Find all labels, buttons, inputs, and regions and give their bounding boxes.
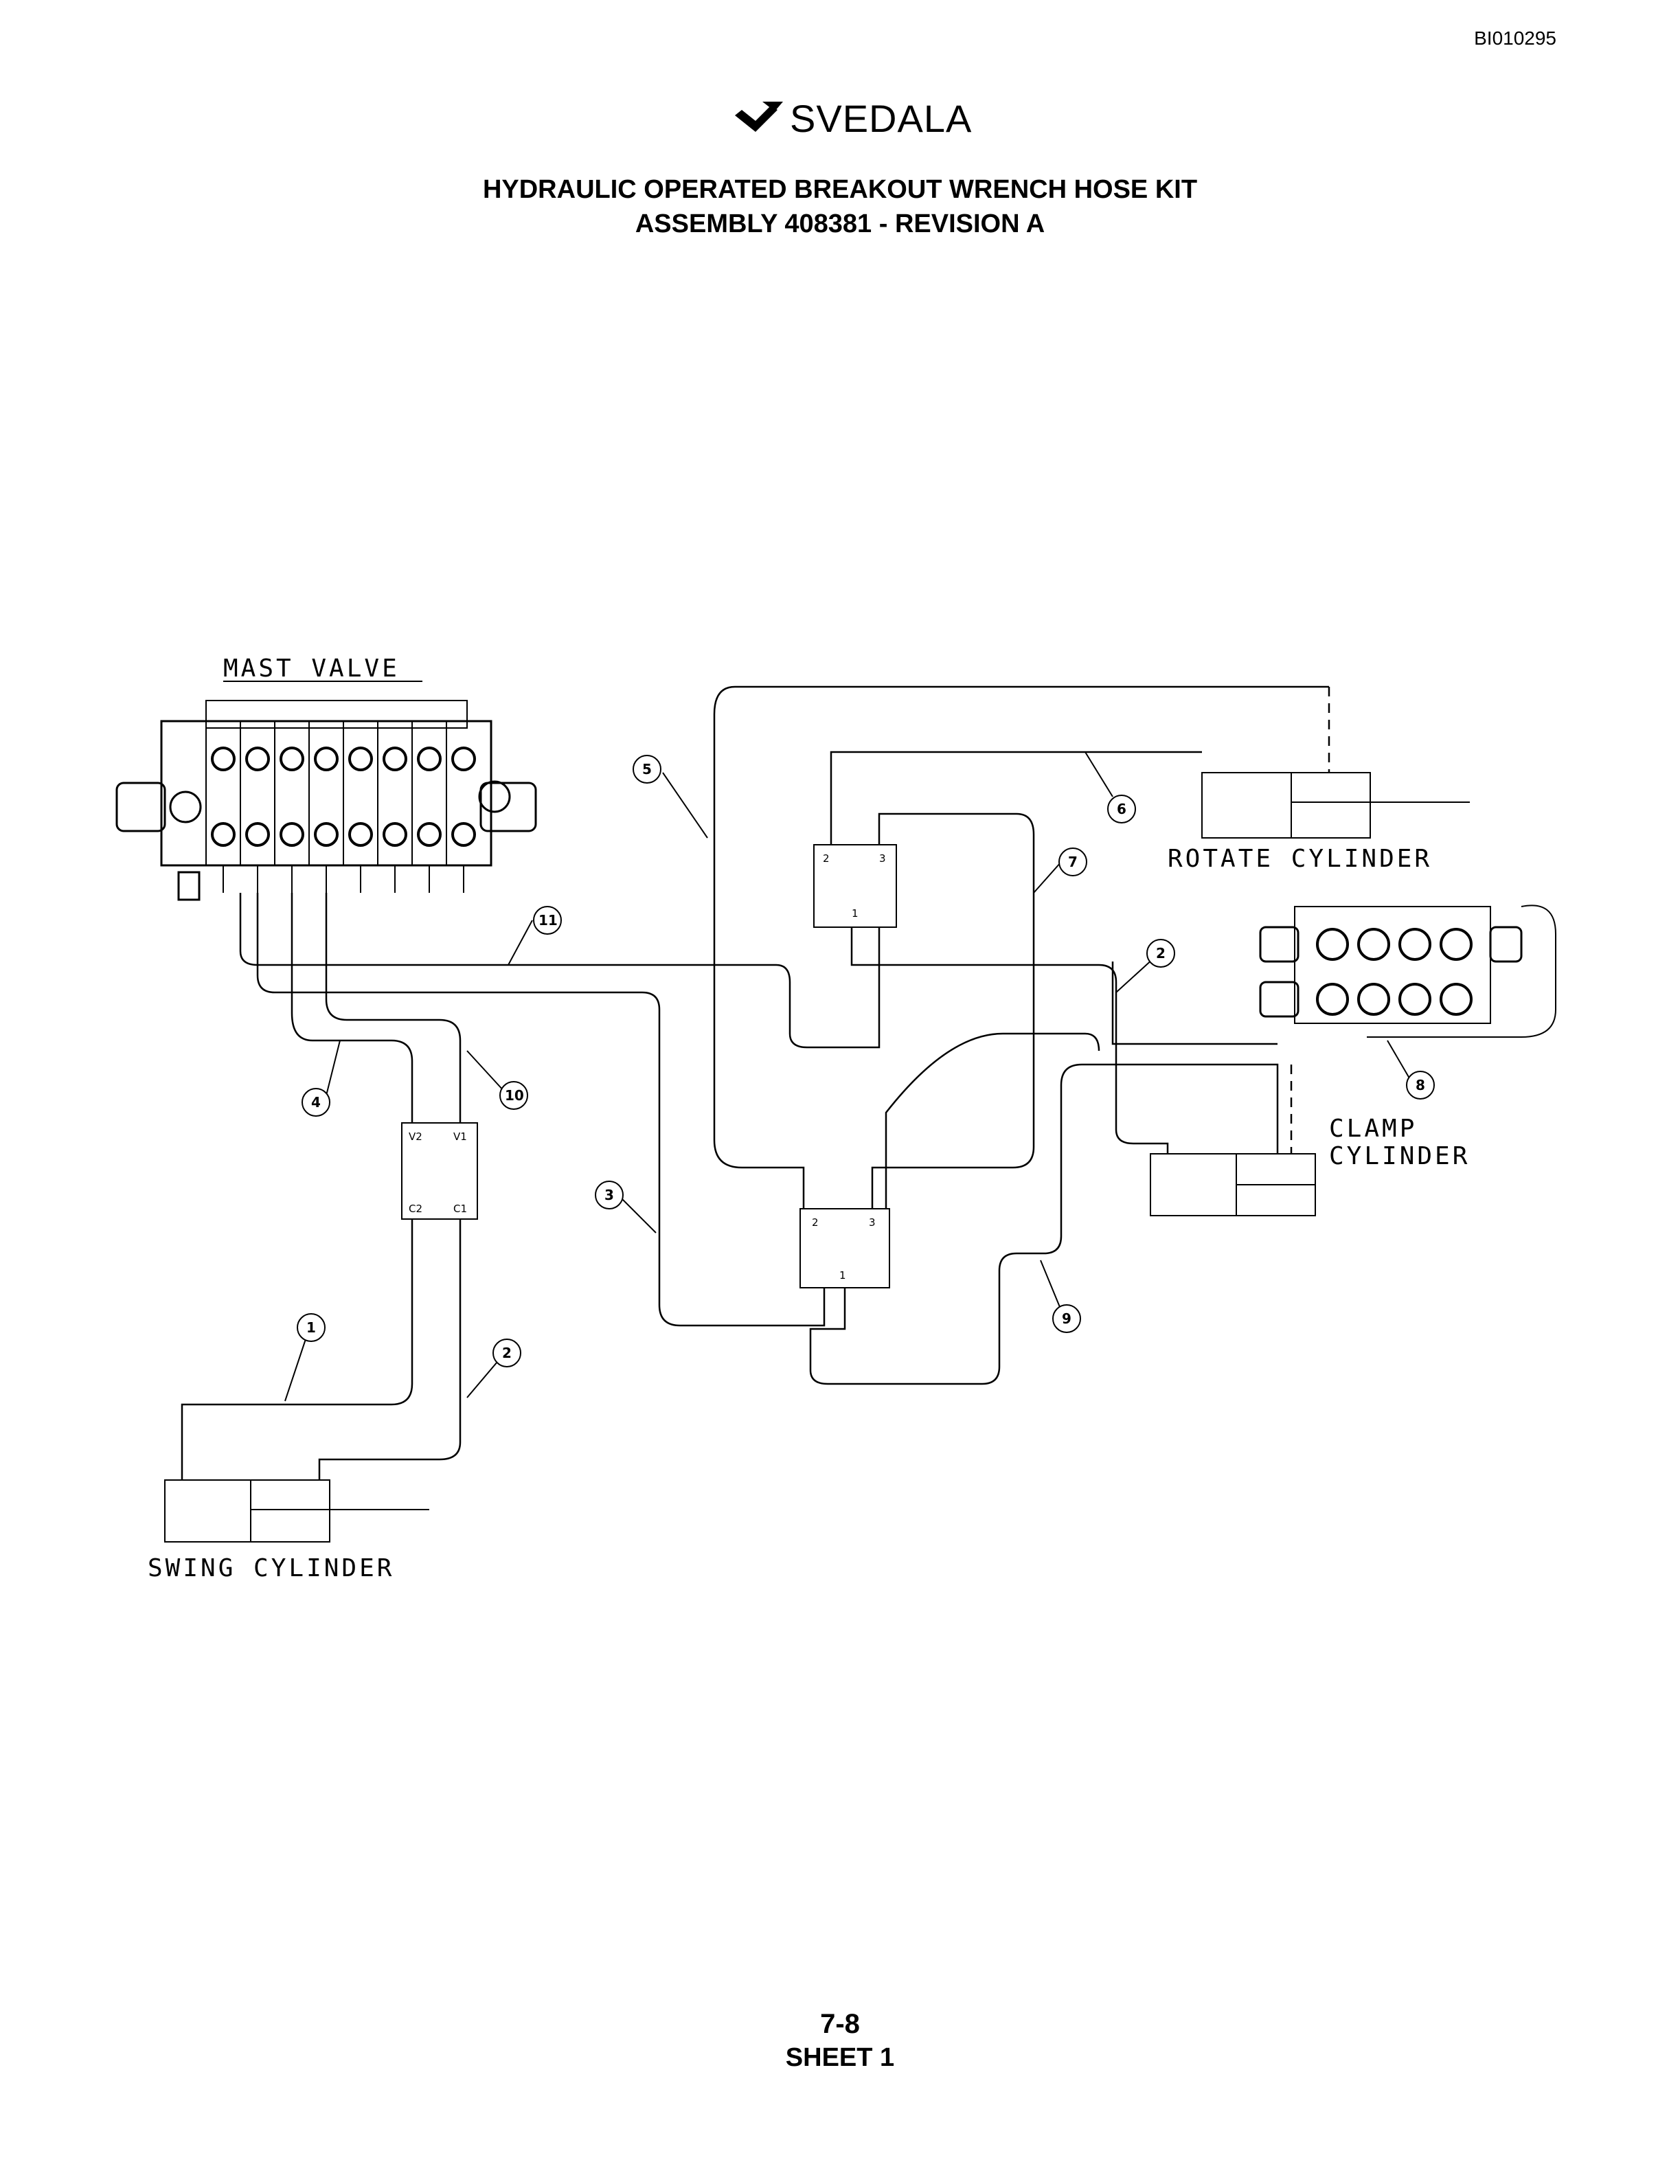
upper-port-2: 2: [823, 852, 830, 865]
port-c2: C2: [409, 1203, 422, 1215]
callout-6: 6: [1117, 801, 1126, 817]
svedala-logo-icon: [735, 102, 783, 132]
swing-cylinder-label: SWING CYLINDER: [148, 1554, 394, 1582]
clamp-cylinder-label-1: CLAMP: [1329, 1115, 1417, 1143]
callout-2-swing: 2: [502, 1345, 512, 1361]
clamp-cylinder: [1150, 1153, 1316, 1216]
callout-9: 9: [1062, 1310, 1071, 1327]
mast-valve-label: MAST VALVE: [223, 655, 400, 683]
callout-7: 7: [1068, 854, 1078, 870]
upper-port-1: 1: [852, 907, 859, 920]
callout-10: 10: [505, 1087, 524, 1104]
callout-8: 8: [1416, 1077, 1425, 1093]
hose-lines: [181, 685, 1330, 1480]
brand-name: SVEDALA: [790, 97, 973, 140]
port-c1: C1: [453, 1203, 467, 1215]
rotate-cylinder-label: ROTATE CYLINDER: [1168, 845, 1432, 873]
sheet-label: SHEET 1: [785, 2043, 895, 2072]
port-v2: V2: [409, 1130, 422, 1143]
mast-valve: [115, 700, 537, 901]
document-subtitle: ASSEMBLY 408381 - REVISION A: [635, 209, 1045, 238]
callout-3: 3: [604, 1187, 614, 1203]
lower-port-1: 1: [839, 1269, 846, 1282]
counterbalance-valve: [401, 1122, 478, 1220]
port-v1: V1: [453, 1130, 467, 1143]
lower-port-2: 2: [812, 1216, 819, 1229]
control-valve-bank: [1259, 905, 1556, 1038]
page-number: 7-8: [820, 2009, 860, 2039]
clamp-cylinder-label-2: CYLINDER: [1329, 1142, 1470, 1170]
document-title: HYDRAULIC OPERATED BREAKOUT WRENCH HOSE …: [482, 175, 1198, 204]
upper-selector-valve: [813, 844, 897, 928]
callout-4: 4: [311, 1094, 321, 1111]
callout-2-clamp: 2: [1156, 945, 1166, 962]
callout-5: 5: [642, 761, 652, 777]
rotate-cylinder: [1201, 772, 1470, 839]
upper-port-3: 3: [879, 852, 886, 865]
lower-port-3: 3: [869, 1216, 876, 1229]
swing-cylinder: [164, 1479, 429, 1543]
callout-1: 1: [306, 1319, 316, 1336]
callout-11: 11: [538, 912, 558, 929]
document-id: BI010295: [1474, 27, 1556, 49]
